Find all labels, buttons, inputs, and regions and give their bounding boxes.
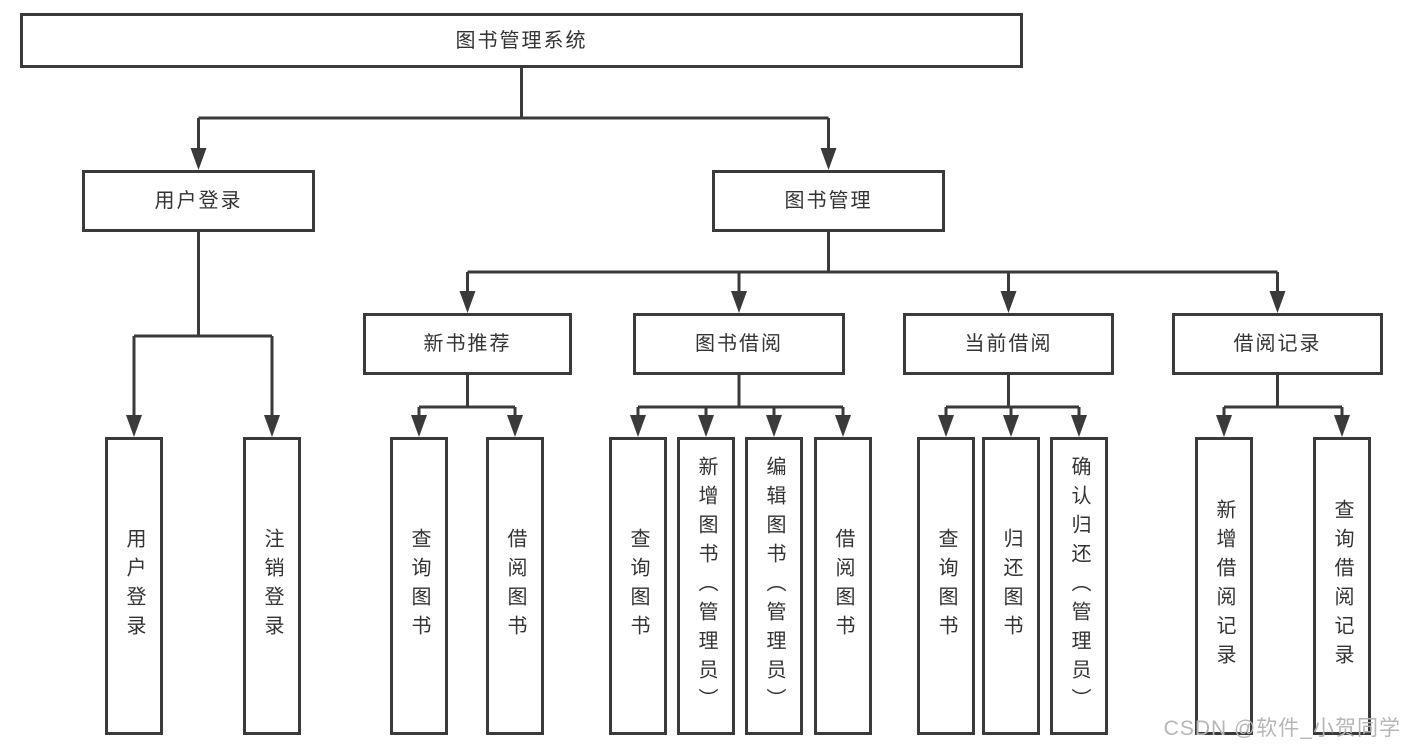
leaf-edit-book-admin: 编辑图书（管理员） — [745, 437, 803, 735]
leaf-query-book: 查询图书 — [609, 437, 667, 735]
leaf-logout: 注销登录 — [243, 437, 301, 735]
node-label: 借阅记录 — [1233, 333, 1322, 355]
node-label: 新增借阅记录 — [1213, 499, 1235, 673]
node-label: 新书推荐 — [423, 333, 512, 355]
node-label: 借阅图书 — [832, 528, 854, 644]
csdn-watermark: CSDN @软件_小贺同学 — [1163, 717, 1401, 740]
connector-new-book-recommend-to-leaves — [411, 375, 523, 437]
leaf-confirm-return-admin: 确认归还（管理员） — [1050, 437, 1108, 735]
leaf-borrow-book: 借阅图书 — [814, 437, 872, 735]
node-borrow-records: 借阅记录 — [1172, 313, 1383, 375]
node-root-system: 图书管理系统 — [20, 13, 1023, 68]
node-label: 查询图书 — [935, 528, 957, 644]
node-label: 借阅图书 — [504, 528, 526, 644]
leaf-query-borrow-record: 查询借阅记录 — [1313, 437, 1371, 735]
node-book-management: 图书管理 — [712, 170, 945, 232]
node-label: 查询图书 — [408, 528, 430, 644]
connector-book-management-to-level3 — [459, 232, 1286, 313]
node-user-login: 用户登录 — [82, 170, 315, 232]
leaf-user-login: 用户登录 — [105, 437, 163, 735]
leaf-return-book: 归还图书 — [982, 437, 1040, 735]
node-label: 注销登录 — [261, 528, 283, 644]
node-label: 用户登录 — [123, 528, 145, 644]
leaf-query-book: 查询图书 — [390, 437, 448, 735]
node-label: 图书借阅 — [695, 333, 783, 355]
leaf-add-book-admin: 新增图书（管理员） — [677, 437, 735, 735]
connector-root-to-level2 — [190, 68, 837, 170]
leaf-add-borrow-record: 新增借阅记录 — [1195, 437, 1253, 735]
connector-borrow-records-to-leaves — [1216, 375, 1350, 437]
leaf-query-book: 查询图书 — [917, 437, 975, 735]
node-label: 查询图书 — [627, 528, 649, 644]
node-new-book-recommend: 新书推荐 — [363, 313, 572, 375]
node-label: 编辑图书（管理员） — [763, 455, 785, 717]
node-label: 图书管理 — [784, 190, 873, 212]
node-label: 当前借阅 — [964, 333, 1053, 355]
connector-book-borrow-to-leaves — [630, 375, 851, 437]
node-label: 查询借阅记录 — [1331, 499, 1353, 673]
node-label: 图书管理系统 — [455, 29, 588, 52]
node-book-borrow: 图书借阅 — [633, 313, 845, 375]
node-current-borrow: 当前借阅 — [903, 313, 1114, 375]
connector-current-borrow-to-leaves — [938, 375, 1087, 437]
leaf-borrow-book: 借阅图书 — [486, 437, 544, 735]
node-label: 确认归还（管理员） — [1068, 455, 1090, 717]
node-label: 用户登录 — [154, 190, 243, 212]
connector-user-login-to-leaves — [126, 232, 280, 437]
node-label: 新增图书（管理员） — [695, 455, 717, 717]
node-label: 归还图书 — [1000, 528, 1022, 644]
